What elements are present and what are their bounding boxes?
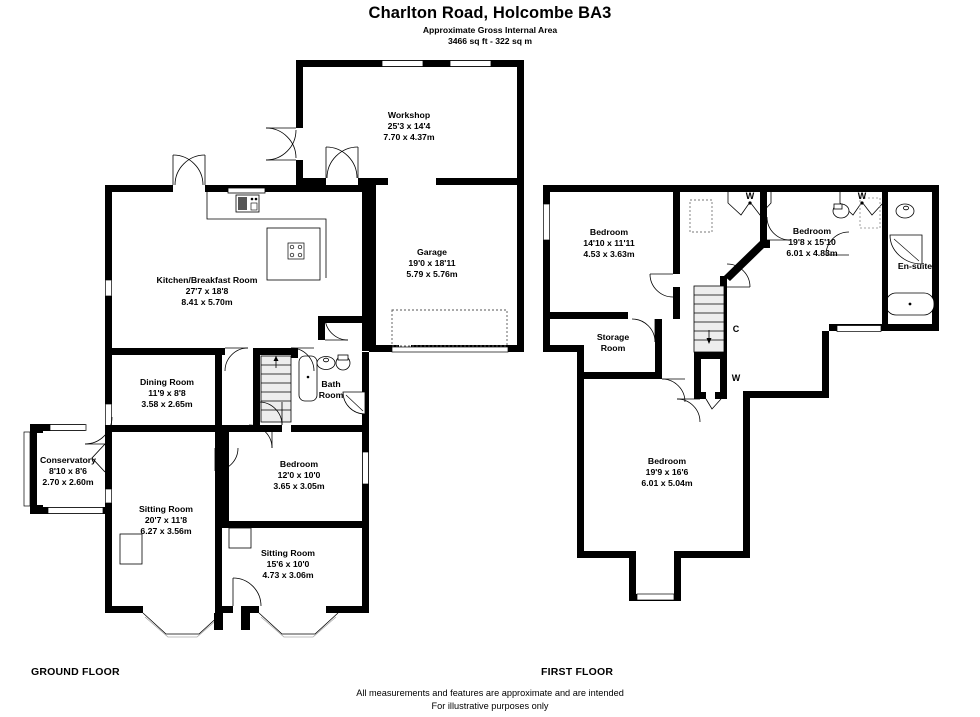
room-label-kitchen-breakfast-room: Kitchen/Breakfast Room: [157, 275, 258, 285]
fireplace: [119, 533, 143, 565]
room-label-bath-room-line1: Bath: [321, 379, 340, 389]
room-dim-bedroom-fr-metric: 6.01 x 4.83m: [786, 248, 837, 258]
room-dim-dining-metric: 3.58 x 2.65m: [141, 399, 192, 409]
room-dim-workshop-imperial: 25'3 x 14'4: [388, 121, 431, 131]
room-dim-sitting-2-imperial: 15'6 x 10'0: [267, 559, 310, 569]
ground-staircase: [260, 355, 292, 423]
bay-window-right: [258, 612, 339, 638]
workshop-double-door: [325, 146, 359, 179]
kitchen-sink: [235, 194, 260, 213]
sitting-room-1-door: [214, 447, 239, 472]
disclaimer-line-2: For illustrative purposes only: [431, 701, 549, 711]
wardrobe-tag-2: W: [858, 191, 867, 201]
ground-internal-walls: [105, 316, 369, 528]
room-dim-bedroom-rear-imperial: 19'9 x 16'6: [646, 467, 689, 477]
room-label-garage: Garage: [417, 247, 447, 257]
room-label-bedroom-front-right: Bedroom: [793, 226, 831, 236]
first-floor-staircase: [693, 285, 725, 353]
conservatory-door: [84, 416, 113, 445]
room-label-en-suite: En-suite: [898, 261, 932, 271]
room-dim-sitting-1-imperial: 20'7 x 11'8: [145, 515, 187, 525]
wardrobe-doors-3: [705, 398, 722, 410]
sitting-room-2-recess: [228, 527, 252, 549]
room-label-bedroom-ground: Bedroom: [280, 459, 318, 469]
ensuite-fittings: [832, 197, 935, 316]
cupboard-tag: C: [733, 324, 740, 334]
room-dim-kitchen-metric: 8.41 x 5.70m: [181, 297, 232, 307]
bay-window-piers: [214, 613, 250, 630]
room-label-sitting-room-2: Sitting Room: [261, 548, 315, 558]
room-dim-garage-imperial: 19'0 x 18'11: [408, 258, 455, 268]
room-dim-garage-metric: 5.79 x 5.76m: [406, 269, 457, 279]
gross-internal-area-label: Approximate Gross Internal Area: [422, 25, 558, 35]
workshop-walls: [296, 60, 524, 352]
room-dim-bedroom-fl-metric: 4.53 x 3.63m: [583, 249, 634, 259]
room-dim-conservatory-imperial: 8'10 x 8'6: [49, 466, 87, 476]
first-floor-doors: [631, 216, 850, 423]
first-floor-label: FIRST FLOOR: [541, 666, 614, 678]
ensuite-wall: [882, 192, 888, 324]
first-floor-left-window: [543, 203, 550, 241]
ground-floor-label: GROUND FLOOR: [31, 666, 120, 678]
room-dim-bedroom-fr-imperial: 19'8 x 15'10: [788, 237, 836, 247]
ground-floor-plan: Workshop 25'3 x 14'4 7.70 x 4.37m Garage…: [23, 60, 524, 638]
room-dim-conservatory-metric: 2.70 x 2.60m: [42, 477, 93, 487]
room-label-storage-room-line1: Storage: [597, 332, 630, 342]
bay-window-left: [142, 612, 223, 638]
workshop-window: [381, 60, 492, 67]
room-label-bedroom-rear: Bedroom: [648, 456, 686, 466]
room-label-storage-room-line2: Room: [601, 343, 626, 353]
hall-door: [290, 347, 315, 372]
stair-hall-bottom-door: [258, 401, 283, 426]
workshop-left-door: [265, 127, 297, 161]
ground-bedroom-door: [248, 424, 273, 449]
kitchen-double-door: [172, 154, 206, 186]
room-label-bath-room-line2: Room: [319, 390, 344, 400]
room-label-conservatory: Conservatory: [40, 455, 96, 465]
front-door: [232, 577, 262, 607]
disclaimer-line-1: All measurements and features are approx…: [356, 688, 624, 698]
conservatory-glazing: [23, 424, 104, 514]
wardrobe-tag-3: W: [732, 373, 741, 383]
first-floor-right-window: [836, 325, 882, 332]
room-dim-bedroom-rear-metric: 6.01 x 5.04m: [641, 478, 692, 488]
room-dim-bedroom-ground-imperial: 12'0 x 10'0: [278, 470, 321, 480]
loft-hatch: [689, 199, 713, 233]
gross-internal-area-value: 3466 sq ft - 322 sq m: [447, 36, 533, 46]
room-dim-sitting-1-metric: 6.27 x 3.56m: [140, 526, 191, 536]
conservatory-angle-walls: [91, 443, 106, 473]
room-dim-bedroom-fl-imperial: 14'10 x 11'11: [583, 238, 635, 248]
room-label-bedroom-front-left: Bedroom: [590, 227, 628, 237]
kitchen-island: [266, 227, 321, 281]
dining-door: [224, 347, 249, 372]
room-dim-kitchen-imperial: 27'7 x 18'8: [186, 286, 229, 296]
first-floor-plan: Bedroom 14'10 x 11'11 4.53 x 3.63m Bedro…: [543, 185, 939, 601]
rear-bedroom-window: [636, 593, 675, 601]
room-label-workshop: Workshop: [388, 110, 430, 120]
kitchen-counter: [206, 187, 327, 278]
room-dim-bedroom-ground-metric: 3.65 x 3.05m: [273, 481, 324, 491]
room-label-sitting-room-1: Sitting Room: [139, 504, 193, 514]
bathroom-fittings: [298, 354, 366, 415]
room-dim-workshop-metric: 7.70 x 4.37m: [383, 132, 434, 142]
room-dim-sitting-2-metric: 4.73 x 3.06m: [262, 570, 313, 580]
wardrobe-tag-1: W: [746, 191, 755, 201]
ground-floor-labels: Workshop 25'3 x 14'4 7.70 x 4.37m Garage…: [40, 110, 458, 580]
room-dim-dining-imperial: 11'9 x 8'8: [148, 388, 186, 398]
room-label-dining-room: Dining Room: [140, 377, 194, 387]
bathroom-door: [324, 316, 349, 341]
ground-right-windows: [362, 451, 369, 485]
garage-door: [391, 309, 509, 353]
wardrobe-doors-1: [727, 192, 772, 216]
first-floor-labels: Bedroom 14'10 x 11'11 4.53 x 3.63m Bedro…: [583, 191, 932, 488]
page-title: Charlton Road, Holcombe BA3: [368, 4, 612, 22]
